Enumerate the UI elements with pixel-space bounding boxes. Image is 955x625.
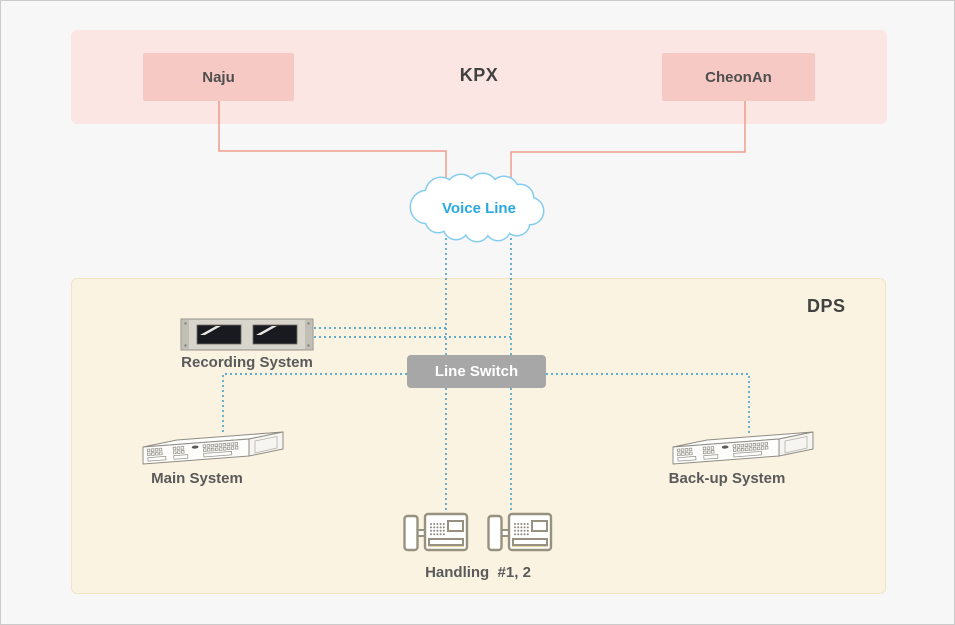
recording-system-icon bbox=[180, 318, 314, 351]
node-cheonan: CheonAn bbox=[662, 53, 815, 101]
handling-label: Handling #1, 2 bbox=[425, 564, 531, 581]
cheonan-voiceline-connector bbox=[510, 101, 746, 182]
main-system-label: Main System bbox=[151, 470, 243, 487]
backup-system-icon bbox=[672, 431, 814, 465]
handling-phone-1-icon bbox=[403, 512, 469, 552]
handling-phone-2-icon bbox=[487, 512, 553, 552]
backup-system-label: Back-up System bbox=[668, 470, 786, 487]
naju-voiceline-connector bbox=[218, 101, 447, 182]
voice-line-cloud-icon bbox=[409, 172, 545, 243]
kpx-zone-title: KPX bbox=[459, 65, 499, 85]
line-switch-node: Line Switch bbox=[407, 355, 546, 388]
switch-main-connector bbox=[222, 373, 407, 432]
node-naju: Naju bbox=[143, 53, 294, 101]
voice-line-label: Voice Line bbox=[442, 200, 516, 217]
recording-system-label: Recording System bbox=[181, 354, 313, 371]
switch-backup-connector bbox=[546, 373, 750, 433]
dps-zone-title: DPS bbox=[807, 296, 846, 316]
main-system-icon bbox=[142, 431, 284, 465]
